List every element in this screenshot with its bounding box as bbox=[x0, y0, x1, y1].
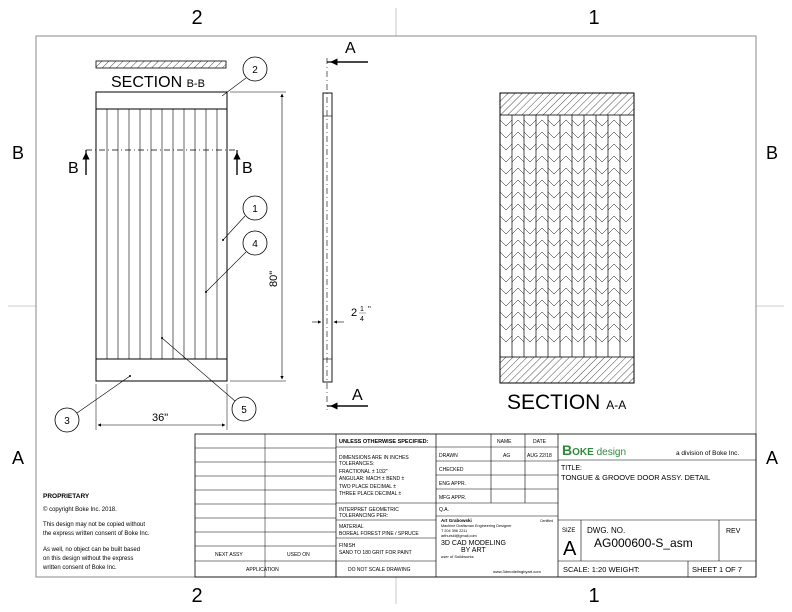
tb-qa: Q.A. bbox=[439, 507, 449, 513]
zone-ticks bbox=[8, 8, 784, 604]
tb-cad-user: user of Solidworks bbox=[441, 554, 474, 559]
tb-author-phone: T 204 396 2211 bbox=[441, 529, 467, 533]
dim-width: 36" bbox=[152, 412, 168, 424]
tb-checked: CHECKED bbox=[439, 467, 464, 473]
tb-drawn-name: AG bbox=[503, 453, 510, 459]
prop-copyright: © copyright Boke Inc. 2018. bbox=[43, 506, 117, 513]
prop-line1: This design may not be copied without bbox=[43, 522, 145, 528]
section-aa-top-rail bbox=[499, 92, 635, 116]
zone-row-a-right: A bbox=[766, 448, 778, 468]
cut-label-b-right: B bbox=[242, 160, 253, 177]
tb-tolerances: TOLERANCES: bbox=[339, 461, 374, 467]
tb-size-label: SIZE bbox=[562, 528, 575, 534]
cut-label-b-left: B bbox=[68, 160, 79, 177]
tb-cad-line2: BY ART bbox=[461, 547, 486, 554]
tb-used-on: USED ON bbox=[287, 552, 310, 558]
tb-certified: Certified bbox=[540, 519, 553, 523]
tb-three-place: THREE PLACE DECIMAL ± bbox=[339, 491, 402, 497]
tb-dwg-no: AG000600-S_asm bbox=[594, 536, 693, 550]
zone-markers: 2 1 2 1 B B A A bbox=[12, 7, 778, 607]
tb-dims-inches: DIMENSIONS ARE IN INCHES bbox=[339, 455, 409, 461]
door-outline bbox=[95, 91, 228, 382]
tb-division: a division of Boke Inc. bbox=[676, 450, 739, 457]
section-aa-boards bbox=[511, 115, 621, 357]
tb-dwg-no-label: DWG. NO. bbox=[587, 526, 625, 535]
tb-drawn-date: AUG 22/18 bbox=[527, 453, 552, 459]
tb-do-not-scale: DO NOT SCALE DRAWING bbox=[348, 567, 411, 573]
tb-mfg-appr: MFG APPR. bbox=[439, 495, 466, 501]
tb-material-label: MATERIAL bbox=[339, 524, 364, 530]
tb-next-assy: NEXT ASSY bbox=[215, 552, 243, 558]
prop-heading: PROPRIETARY bbox=[43, 493, 90, 500]
title-block: NEXT ASSY USED ON APPLICATION DO NOT SCA… bbox=[194, 433, 757, 578]
svg-text:1: 1 bbox=[252, 204, 258, 215]
tb-angular: ANGULAR: MACH ± BEND ± bbox=[339, 476, 404, 482]
tb-website: www.3dmodelingbyart.com bbox=[493, 569, 541, 574]
tb-title-label: TITLE: bbox=[561, 465, 582, 472]
tb-name-hdr: NAME bbox=[497, 439, 512, 445]
balloon-3: 3 bbox=[54, 375, 131, 433]
section-aa-view: SECTION A-A bbox=[499, 92, 635, 414]
side-view: A A 2 1 4 " bbox=[312, 40, 371, 410]
dim-thickness: 2 bbox=[351, 307, 357, 319]
tb-author-title: Machine Draftsman Engineering Designer bbox=[441, 524, 512, 528]
prop-line4: on this design without the express bbox=[43, 556, 133, 562]
cut-label-a-bottom: A bbox=[352, 387, 363, 404]
svg-text:4: 4 bbox=[252, 239, 258, 250]
svg-text:": " bbox=[368, 305, 371, 314]
tb-unless: UNLESS OTHERWISE SPECIFIED: bbox=[339, 439, 429, 445]
zone-row-b-left: B bbox=[12, 143, 24, 163]
section-bb-title: SECTION B-B bbox=[111, 74, 205, 91]
svg-text:4: 4 bbox=[360, 316, 364, 323]
company-logo: BOKE design bbox=[562, 442, 626, 458]
svg-text:3: 3 bbox=[64, 416, 70, 427]
front-view: SECTION B-B B B 80" bbox=[54, 56, 286, 433]
tb-finish-label: FINISH bbox=[339, 543, 356, 549]
section-aa-herringbone bbox=[499, 119, 633, 343]
cut-label-a-top: A bbox=[345, 40, 356, 57]
zone-col-1-top: 1 bbox=[588, 7, 599, 29]
tb-tol-per: TOLERANCING PER: bbox=[339, 513, 388, 519]
door-boards bbox=[106, 109, 218, 359]
tb-sheet: SHEET 1 OF 7 bbox=[692, 565, 742, 574]
dim-height: 80" bbox=[268, 271, 280, 287]
tb-drawn: DRAWN bbox=[439, 453, 458, 459]
tb-author-name: Art Grabowski bbox=[441, 518, 472, 523]
tb-material: BOREAL FOREST PINE / SPRUCE bbox=[339, 531, 419, 537]
svg-text:1: 1 bbox=[360, 306, 364, 313]
tb-fractional: FRACTIONAL ± 1/32" bbox=[339, 469, 388, 475]
tb-size: A bbox=[563, 538, 577, 560]
balloon-5: 5 bbox=[161, 337, 257, 422]
tb-finish: SAND TO 180 GRIT FOR PAINT bbox=[339, 550, 412, 556]
section-aa-title: SECTION A-A bbox=[507, 391, 626, 414]
zone-row-b-right: B bbox=[766, 143, 778, 163]
tb-cad-line1: 3D CAD MODELING bbox=[441, 540, 506, 547]
balloon-2: 2 bbox=[221, 56, 268, 97]
balloon-1: 1 bbox=[222, 195, 268, 241]
tb-date-hdr: DATE bbox=[533, 439, 547, 445]
prop-line2: the express written consent of Boke Inc. bbox=[43, 531, 150, 537]
proprietary-notice: PROPRIETARY © copyright Boke Inc. 2018. … bbox=[42, 493, 150, 571]
section-aa-bottom-rail bbox=[499, 356, 635, 384]
door-side bbox=[322, 92, 333, 383]
tb-application: APPLICATION bbox=[246, 567, 279, 573]
tb-two-place: TWO PLACE DECIMAL ± bbox=[339, 484, 396, 490]
svg-text:2: 2 bbox=[252, 65, 258, 76]
zone-col-2-bottom: 2 bbox=[191, 585, 202, 607]
svg-text:5: 5 bbox=[241, 405, 247, 416]
tb-scale: SCALE: 1:20 WEIGHT: bbox=[563, 565, 640, 574]
prop-line5: written consent of Boke Inc. bbox=[42, 565, 117, 571]
prop-line3: As well, no object can be built based bbox=[43, 547, 140, 553]
balloon-4: 4 bbox=[205, 230, 268, 293]
tb-title: TONGUE & GROOVE DOOR ASSY. DETAIL bbox=[561, 473, 710, 482]
zone-row-a-left: A bbox=[12, 448, 24, 468]
tb-author-email: arthurski@gmail.com bbox=[441, 534, 477, 538]
tb-eng-appr: ENG APPR. bbox=[439, 481, 466, 487]
zone-col-2-top: 2 bbox=[191, 7, 202, 29]
zone-col-1-bottom: 1 bbox=[588, 585, 599, 607]
tb-rev-label: REV bbox=[726, 528, 741, 535]
section-bb-strip bbox=[95, 60, 227, 69]
tb-interpret: INTERPRET GEOMETRIC bbox=[339, 507, 399, 513]
